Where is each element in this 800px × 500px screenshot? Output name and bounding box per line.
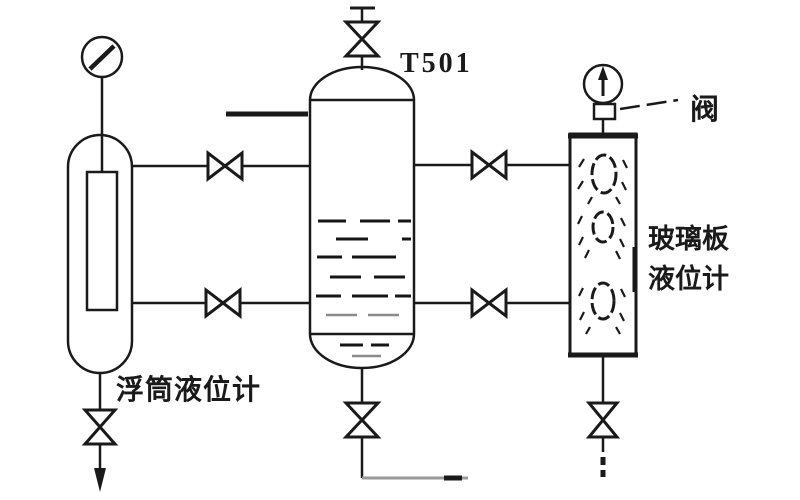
tank-t501 xyxy=(308,65,416,370)
float-level-gauge xyxy=(66,35,134,492)
tank-tag-label: T501 xyxy=(400,48,473,79)
gauge-fitting xyxy=(592,102,617,121)
glass-gauge-label: 玻璃板 液位计 xyxy=(648,220,729,300)
glass-gauge-label-line2: 液位计 xyxy=(648,264,729,295)
glass-bubble xyxy=(590,153,618,195)
valve-glass-drain-icon xyxy=(585,401,621,439)
valve-upper-left-icon xyxy=(206,149,244,183)
gauge-needle-tip-icon xyxy=(598,66,608,80)
valve-leader-line xyxy=(619,98,679,111)
float-gauge-label: 浮筒液位计 xyxy=(116,373,262,406)
glass-gauge-label-line1: 玻璃板 xyxy=(648,224,729,255)
glass-plate-level-gauge xyxy=(568,63,679,358)
gauge-needle-icon xyxy=(88,44,116,71)
valve-lower-left-icon xyxy=(204,286,242,320)
liquid-level-dashes xyxy=(316,219,411,358)
valve-tank-drain-icon xyxy=(342,401,382,439)
valve-pointer-label: 阀 xyxy=(690,92,720,126)
glass-bubble xyxy=(591,210,615,244)
valve-lower-right-icon xyxy=(470,286,508,320)
glass-bubble xyxy=(590,281,616,321)
float-chamber xyxy=(66,133,134,375)
valve-tank-top-icon xyxy=(342,20,382,58)
valve-float-drain-icon xyxy=(81,408,119,446)
drain-arrow-icon xyxy=(94,468,106,492)
float-displacer xyxy=(85,170,119,312)
valve-upper-right-icon xyxy=(470,148,508,182)
valves xyxy=(81,20,621,446)
glass-reflection-marks xyxy=(577,158,628,335)
